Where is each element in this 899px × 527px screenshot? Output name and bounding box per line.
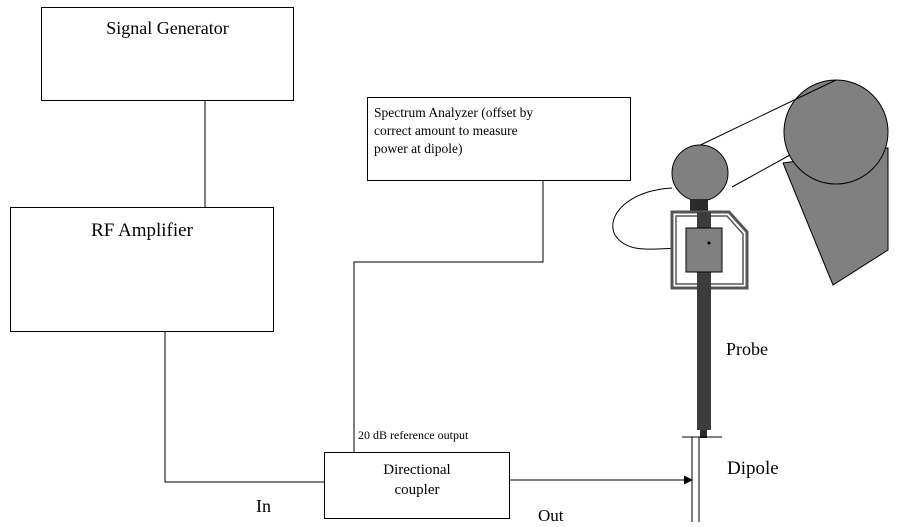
spectrum-analyzer-line-2: correct amount to measure [374,123,518,138]
robot-shoulder-joint [783,79,889,185]
probe-block [685,227,723,273]
spectrum-analyzer-text: Spectrum Analyzer (offset by correct amo… [374,104,533,158]
robot-wrist-joint [671,144,729,202]
amp-to-coupler-line [164,332,324,483]
robot-belt-lower [731,154,791,188]
directional-coupler-box: Directional coupler [324,452,510,519]
directional-coupler-line-2: coupler [394,482,440,498]
in-label: In [256,496,271,516]
probe-assembly [670,199,749,438]
probe-mount-frame-inner [675,215,744,285]
directional-coupler-line-1: Directional [383,462,451,478]
signal-generator-label: Signal Generator [106,18,229,38]
robot-belt-upper [689,79,837,151]
probe-label: Probe [726,339,768,359]
dipole-label: Dipole [727,458,779,479]
reference-output-line [353,180,544,452]
out-label: Out [538,506,564,525]
rf-amplifier-box: RF Amplifier [10,207,274,332]
probe-block-dot [707,241,711,245]
spectrum-analyzer-line-1: Spectrum Analyzer (offset by [374,105,534,120]
directional-coupler-text: Directional coupler [325,460,509,500]
spectrum-analyzer-line-3: power at dipole) [374,141,463,156]
rf-amplifier-label: RF Amplifier [91,220,193,241]
spectrum-analyzer-box: Spectrum Analyzer (offset by correct amo… [367,97,631,181]
probe-collar [690,199,708,214]
reference-output-label: 20 dB reference output [358,428,469,442]
signal-generator-box: Signal Generator [41,7,294,101]
dipole-antenna [682,436,722,522]
probe-tip [700,430,707,438]
probe-cable [612,187,686,250]
robot-arm [612,79,889,286]
